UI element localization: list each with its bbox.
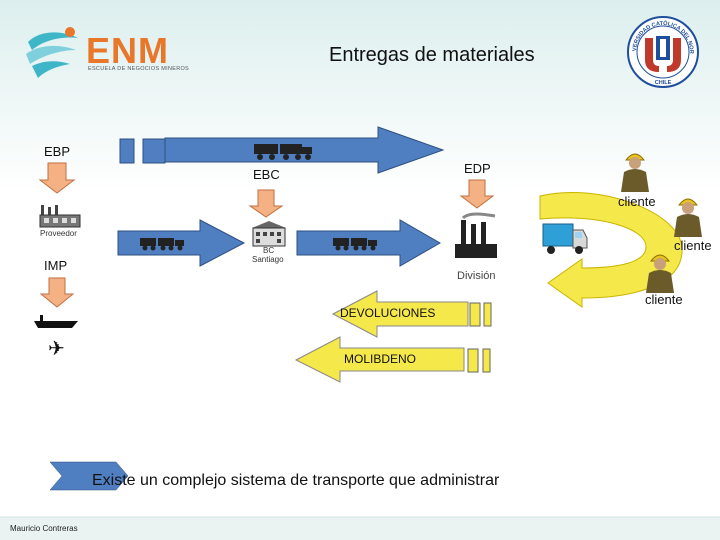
truck-middle-left-icon (138, 236, 186, 252)
down-arrow-imp (41, 278, 73, 307)
plane-icon: ✈ (48, 336, 65, 361)
truck-top-icon (252, 142, 314, 162)
worker-cliente-1-icon (615, 148, 655, 194)
ship-icon (32, 314, 80, 330)
factory-proveedor-icon (38, 203, 82, 229)
block-devol-1 (470, 303, 480, 326)
plant-division-icon (453, 210, 501, 260)
label-molibdeno: MOLIBDENO (344, 352, 416, 366)
statement-text: Existe un complejo sistema de transporte… (92, 472, 499, 490)
block-moli-2 (483, 349, 490, 372)
down-arrow-edp (461, 180, 493, 208)
label-edp: EDP (464, 161, 491, 176)
label-cliente-1: cliente (618, 194, 656, 209)
label-division: División (457, 270, 496, 282)
label-devoluciones: DEVOLUCIONES (340, 306, 435, 320)
truck-middle-right-icon (331, 236, 379, 252)
building-bc-icon (250, 220, 288, 248)
label-bc: BC (263, 246, 274, 255)
label-cliente-3: cliente (645, 292, 683, 307)
footer-bar (0, 517, 720, 540)
block-top-1 (120, 139, 134, 163)
label-santiago: Santiago (252, 255, 284, 264)
author-name: Mauricio Contreras (10, 524, 78, 533)
down-arrow-ebc (250, 190, 282, 217)
label-ebc: EBC (253, 167, 280, 182)
delivery-truck-icon (541, 222, 589, 256)
label-proveedor: Proveedor (40, 229, 77, 238)
label-cliente-2: cliente (674, 238, 712, 253)
down-arrow-ebp (40, 163, 74, 193)
label-imp: IMP (44, 258, 67, 273)
block-moli-1 (468, 349, 478, 372)
block-devol-2 (484, 303, 491, 326)
block-top-2 (143, 139, 165, 163)
label-ebp: EBP (44, 144, 70, 159)
worker-cliente-2-icon (668, 193, 708, 239)
worker-cliente-3-icon (640, 249, 680, 295)
